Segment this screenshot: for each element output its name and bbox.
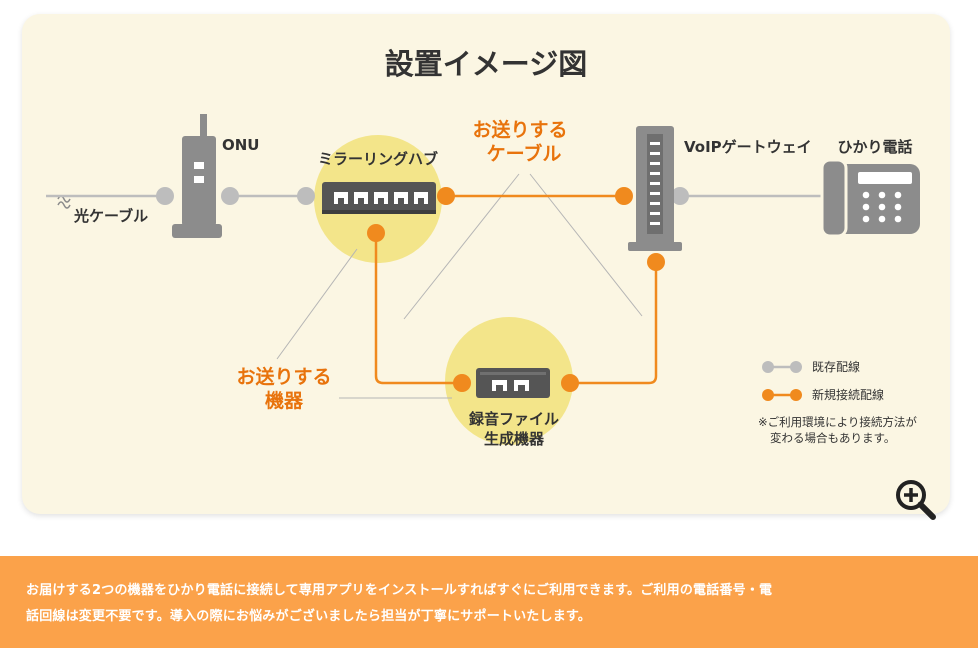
banner-text-line2: 話回線は変更不要です。導入の際にお悩みがございましたら担当が丁寧にサポートいたし… [26, 609, 592, 624]
pointer-line-cable-left [403, 173, 520, 320]
legend-note-line1: ※ご利用環境により接続方法が [758, 415, 917, 429]
legend-note-line2: 変わる場合もあります。 [770, 431, 895, 445]
diagram-card: 設置イメージ図 [22, 14, 950, 520]
label-hikari-phone: ひかり電話 [837, 138, 912, 156]
label-fiber-cable: 光ケーブル [73, 207, 148, 225]
label-voip-gateway: VoIPゲートウェイ [684, 138, 812, 156]
voip-gateway-icon [628, 126, 682, 251]
pointer-lines [276, 173, 643, 399]
legend-new-swatch [762, 389, 802, 401]
legend: 既存配線 新規接続配線 ※ご利用環境により接続方法が 変わる場合もあります。 [758, 359, 917, 445]
fiber-squiggle-icon [57, 195, 71, 209]
onu-device-icon [172, 114, 222, 238]
banner-text-line1: お届けする2つの機器をひかり電話に接続して専用アプリをインストールすればすぐにご… [26, 583, 773, 598]
label-device-line1: お送りする [236, 365, 331, 388]
diagram-title: 設置イメージ図 [385, 47, 587, 81]
recorder-device-icon [476, 368, 550, 398]
mirroring-hub-icon [322, 182, 436, 214]
description-banner: お届けする2つの機器をひかり電話に接続して専用アプリをインストールすればすぐにご… [0, 556, 978, 648]
setup-diagram: 設置イメージ図 [46, 47, 920, 448]
legend-existing-swatch [762, 361, 802, 373]
zoom-in-icon[interactable] [892, 476, 938, 522]
legend-new-label: 新規接続配線 [812, 387, 884, 402]
label-cable-line1: お送りする [472, 118, 567, 141]
legend-existing-label: 既存配線 [812, 359, 860, 374]
new-connectors [367, 187, 665, 392]
pointer-line-hub [276, 248, 358, 360]
new-wiring [374, 194, 658, 385]
telephone-icon [820, 158, 920, 238]
label-onu: ONU [222, 136, 260, 154]
label-mirroring-hub: ミラーリングハブ [318, 150, 438, 168]
label-recorder-line1: 録音ファイル [469, 410, 559, 428]
label-recorder-line2: 生成機器 [484, 430, 545, 448]
pointer-line-cable-right [529, 173, 643, 317]
label-cable-line2: ケーブル [487, 142, 562, 165]
label-device-line2: 機器 [265, 389, 304, 412]
